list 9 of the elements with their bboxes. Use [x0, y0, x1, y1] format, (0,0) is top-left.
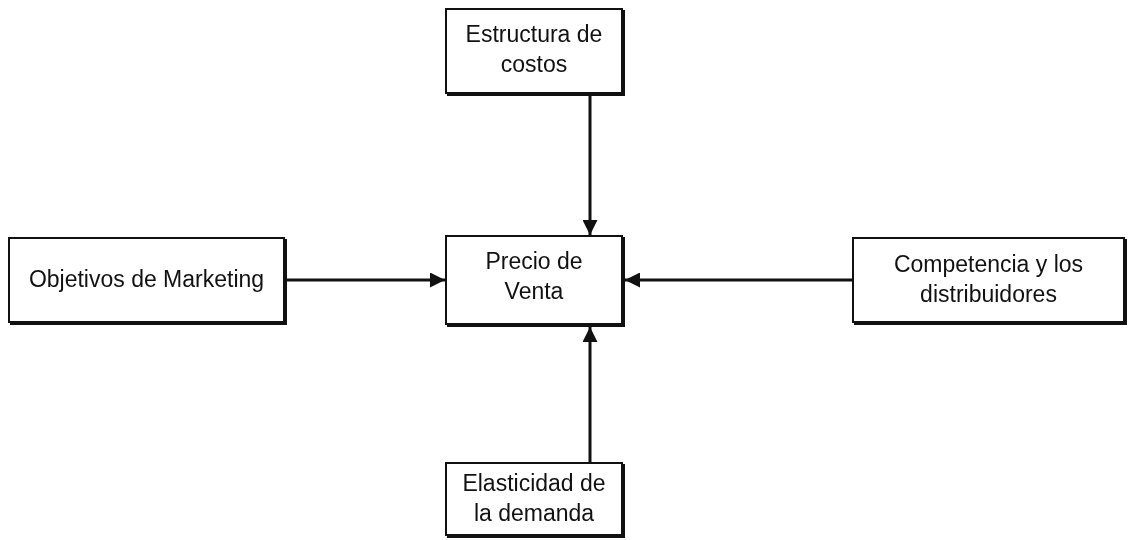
arrow: [625, 272, 852, 288]
process-box: Objetivos de Marketing: [8, 237, 285, 323]
arrow: [582, 327, 598, 462]
arrow: [582, 96, 598, 235]
process-box: Precio de Venta: [445, 235, 623, 325]
process-box: Competencia y los distribuidores: [852, 237, 1125, 323]
process-box: Elasticidad de la demanda: [445, 462, 623, 536]
arrow: [287, 272, 445, 288]
process-box: Estructura de costos: [445, 8, 623, 94]
